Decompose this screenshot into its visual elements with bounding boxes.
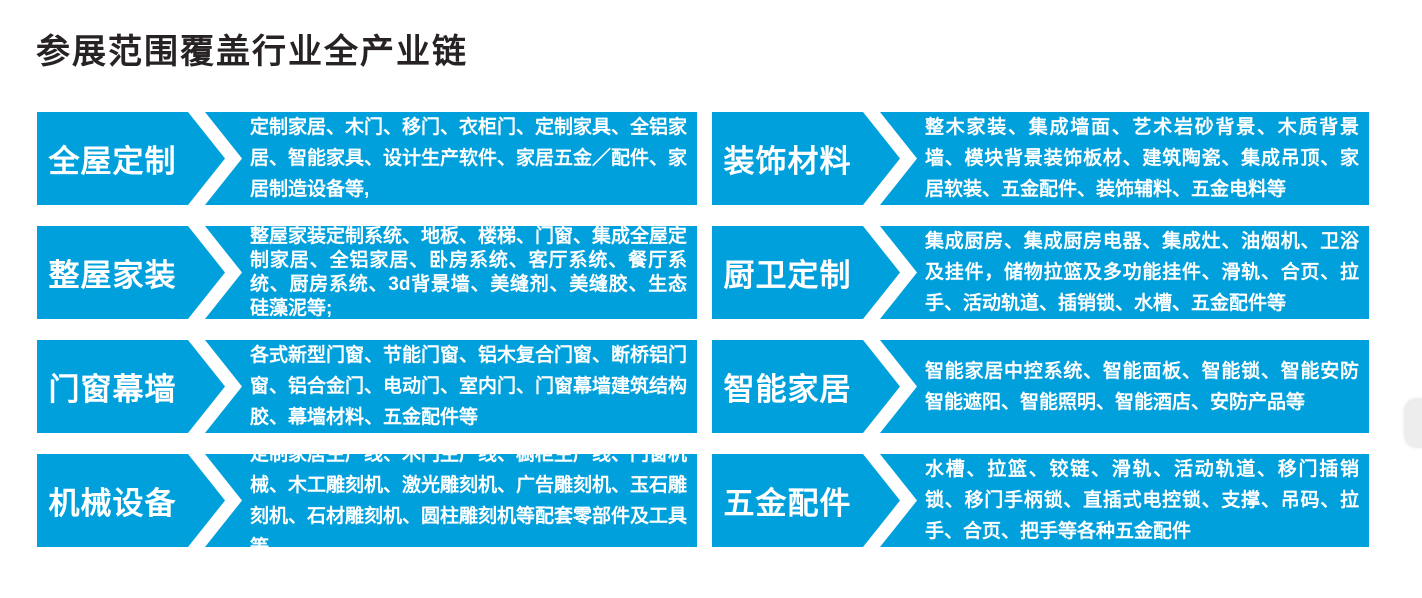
scrollbar-thumb[interactable] [1404, 398, 1422, 448]
category-label: 厨卫定制 [723, 258, 852, 293]
chevron-right-icon [188, 112, 242, 205]
category-items: 定制家居、木门、移门、衣柜门、定制家具、全铝家居、智能家具、设计生产软件、家居五… [250, 117, 688, 200]
category-items: 定制家居生产线、木门生产线、橱柜生产线、门窗机械、木工雕刻机、激光雕刻机、广告雕… [250, 443, 688, 558]
category-items: 整屋家装定制系统、地板、楼梯、门窗、集成全屋定制家居、全铝家居、卧房系统、客厅系… [250, 225, 688, 319]
category-block-jixieshebei: 机械设备 定制家居生产线、木门生产线、橱柜生产线、门窗机械、木工雕刻机、激光雕刻… [37, 443, 697, 558]
chevron-right-icon [863, 226, 917, 319]
page-title: 参展范围覆盖行业全产业链 [36, 33, 468, 71]
category-label: 智能家居 [723, 372, 852, 407]
chevron-right-icon [188, 340, 242, 433]
category-items: 智能家居中控系统、智能面板、智能锁、智能安防智能遮阳、智能照明、智能酒店、安防产… [925, 360, 1359, 413]
category-label: 门窗幕墙 [48, 372, 177, 407]
category-block-menchuangmuqiang: 门窗幕墙 各式新型门窗、节能门窗、铝木复合门窗、断桥铝门窗、铝合金门、电动门、室… [37, 340, 697, 433]
chevron-right-icon [188, 454, 242, 547]
category-items: 集成厨房、集成厨房电器、集成灶、油烟机、卫浴及挂件，储物拉篮及多功能挂件、滑轨、… [925, 231, 1359, 314]
chevron-right-icon [863, 340, 917, 433]
category-items: 整木家装、集成墙面、艺术岩砂背景、木质背景墙、模块背景装饰板材、建筑陶瓷、集成吊… [925, 117, 1359, 200]
category-items: 水槽、拉篮、铰链、滑轨、活动轨道、移门插销锁、移门手柄锁、直插式电控锁、支撑、吊… [925, 459, 1359, 542]
category-block-zhengwujiazhuang: 整屋家装 整屋家装定制系统、地板、楼梯、门窗、集成全屋定制家居、全铝家居、卧房系… [37, 226, 697, 319]
chevron-right-icon [188, 226, 242, 319]
category-block-zhinengjiaju: 智能家居 智能家居中控系统、智能面板、智能锁、智能安防智能遮阳、智能照明、智能酒… [712, 340, 1369, 433]
category-label: 装饰材料 [723, 144, 852, 179]
category-block-zhuangshicailiao: 装饰材料 整木家装、集成墙面、艺术岩砂背景、木质背景墙、模块背景装饰板材、建筑陶… [712, 112, 1369, 205]
category-block-wujinpeijian: 五金配件 水槽、拉篮、铰链、滑轨、活动轨道、移门插销锁、移门手柄锁、直插式电控锁… [712, 454, 1369, 547]
category-block-chuweidingzhi: 厨卫定制 集成厨房、集成厨房电器、集成灶、油烟机、卫浴及挂件，储物拉篮及多功能挂… [712, 226, 1369, 319]
category-label: 五金配件 [723, 486, 852, 521]
chevron-right-icon [863, 454, 917, 547]
category-label: 机械设备 [48, 486, 177, 521]
category-block-quanwudingzhi: 全屋定制 定制家居、木门、移门、衣柜门、定制家具、全铝家居、智能家具、设计生产软… [37, 112, 697, 205]
chevron-right-icon [863, 112, 917, 205]
category-items: 各式新型门窗、节能门窗、铝木复合门窗、断桥铝门窗、铝合金门、电动门、室内门、门窗… [250, 345, 688, 428]
category-label: 整屋家装 [48, 258, 177, 293]
category-grid: 全屋定制 定制家居、木门、移门、衣柜门、定制家具、全铝家居、智能家具、设计生产软… [37, 112, 1369, 558]
category-label: 全屋定制 [48, 144, 177, 179]
